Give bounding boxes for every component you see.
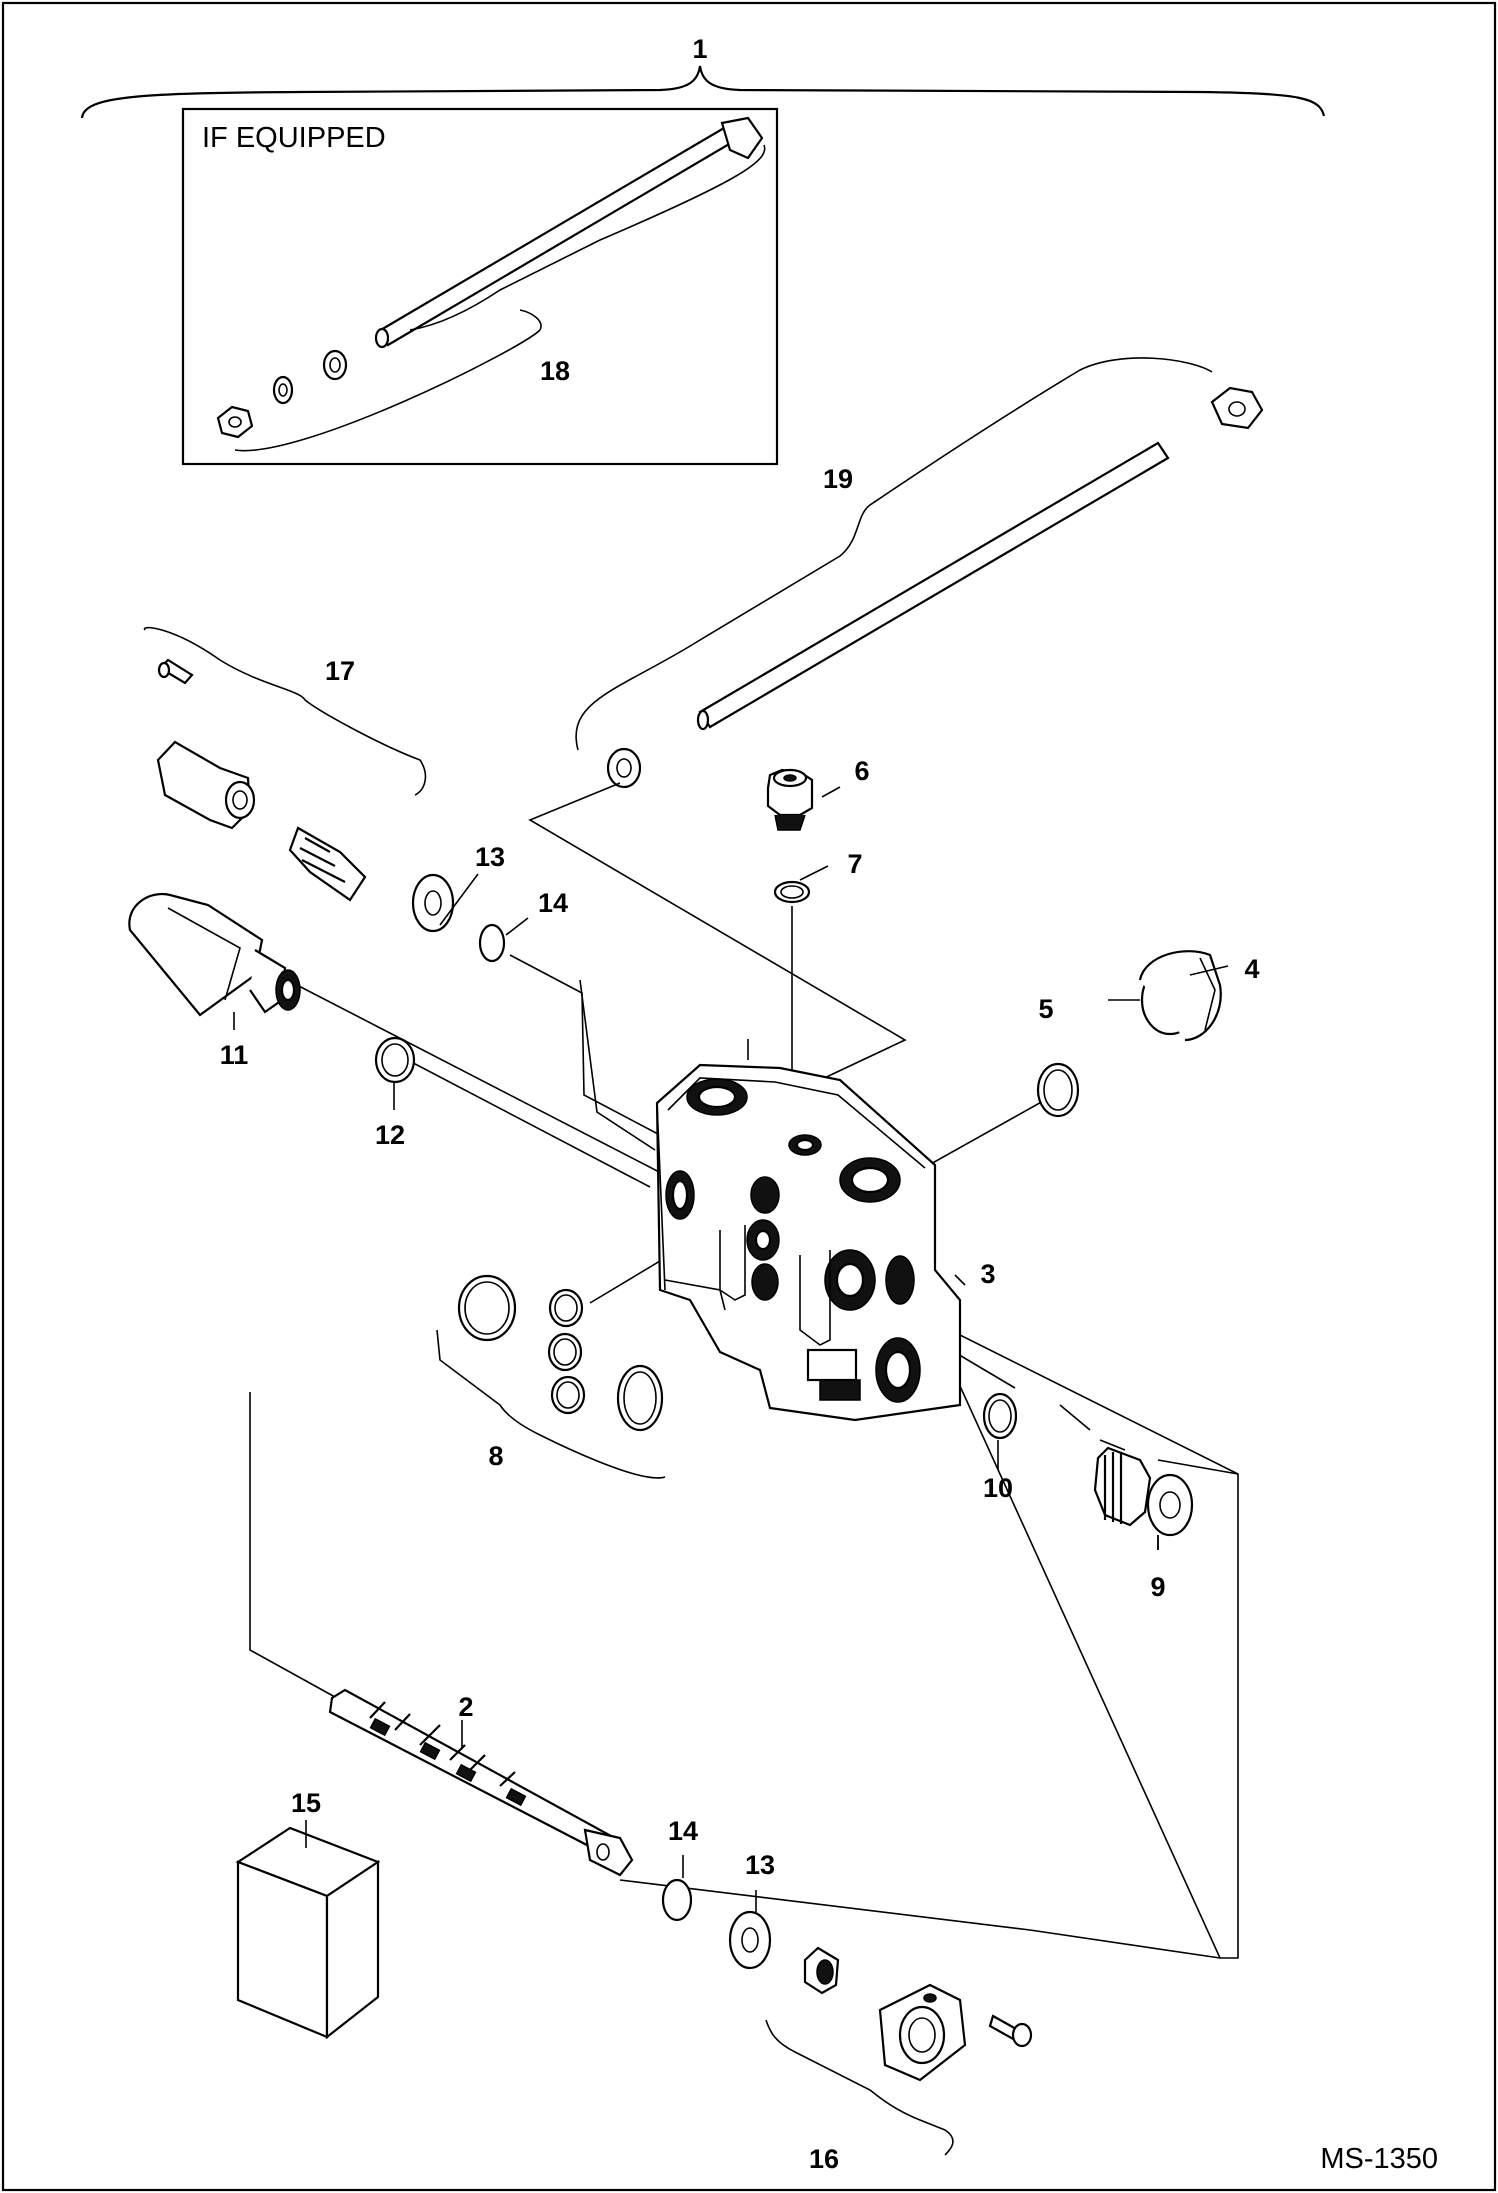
callout-3: 3	[980, 1259, 995, 1289]
inset-box	[181, 107, 779, 466]
tie-rod-long	[696, 441, 1170, 731]
callout-11: 11	[220, 1040, 249, 1070]
tie-rod-washer	[606, 747, 642, 789]
wiper-seal	[803, 1946, 840, 1995]
callout-5: 5	[1038, 994, 1053, 1024]
tie-rod-short	[374, 116, 764, 349]
inset-label: IF EQUIPPED	[202, 122, 386, 154]
callout-6: 6	[854, 756, 869, 786]
bracket-18	[409, 144, 766, 331]
cartridge-11	[128, 892, 301, 1017]
plug-9	[1093, 1446, 1194, 1537]
plug-6	[766, 768, 814, 831]
washer-13a	[411, 873, 455, 933]
tie-rod-long-nut	[1210, 386, 1264, 430]
bracket-1	[80, 65, 1326, 119]
seal-kit-8	[457, 1274, 664, 1432]
washer-b	[322, 349, 348, 381]
callout-4: 4	[1244, 954, 1259, 984]
bracket-17	[143, 626, 427, 796]
oring-14a	[478, 923, 506, 963]
callout-19: 19	[823, 464, 853, 494]
oring-14b	[661, 1878, 693, 1922]
callout-14-upper: 14	[538, 888, 568, 918]
callout-12: 12	[375, 1120, 405, 1150]
callout-13-lower: 13	[745, 1850, 775, 1880]
bracket-16	[765, 2019, 954, 2156]
callout-9: 9	[1150, 1572, 1165, 1602]
callout-10: 10	[983, 1473, 1013, 1503]
callout-15: 15	[291, 1788, 321, 1818]
figure-code: MS-1350	[1320, 2143, 1438, 2175]
cap-screw	[988, 2014, 1033, 2048]
callout-14-lower: 14	[668, 1816, 698, 1846]
bracket-19	[575, 357, 1213, 751]
callout-8: 8	[488, 1441, 503, 1471]
spool-cap-flange	[878, 1983, 967, 2082]
spring-cap-assembly	[156, 658, 367, 902]
valve-section-body	[655, 1063, 962, 1422]
oring-7	[773, 880, 811, 904]
callout-16: 16	[809, 2144, 839, 2174]
callout-18: 18	[540, 356, 570, 386]
tie-rod-short-nut	[216, 405, 254, 439]
callout-13-upper: 13	[475, 842, 505, 872]
callout-7: 7	[847, 849, 862, 879]
spool-2	[328, 1688, 634, 1877]
callout-17: 17	[325, 656, 355, 686]
washer-a	[272, 375, 294, 405]
bracket-8	[436, 1329, 666, 1479]
seal-kit-box-15	[235, 1826, 381, 2040]
callout-2: 2	[458, 1692, 473, 1722]
washer-13b	[728, 1910, 772, 1970]
callout-1: 1	[692, 34, 707, 64]
cap-4	[1138, 950, 1222, 1042]
